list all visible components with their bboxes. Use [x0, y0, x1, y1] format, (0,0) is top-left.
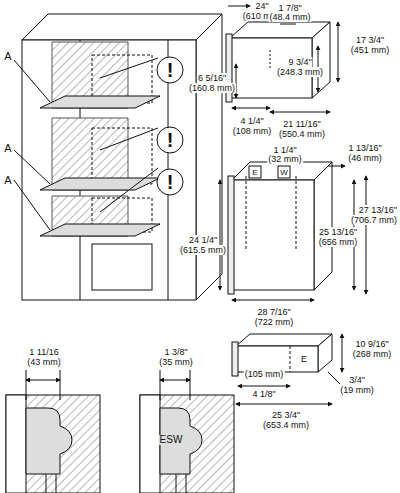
dimension-label: (43 mm) [26, 357, 62, 367]
dimension-label: (268 mm) [352, 349, 393, 359]
dimension-label: (451 mm) [350, 45, 391, 55]
dimension-label: (550.4 mm) [278, 129, 326, 139]
dimension-label: 1 13/16" [347, 143, 382, 153]
warning-circle: ! [157, 169, 184, 196]
dimension-label: (32 mm) [267, 154, 303, 164]
dimension-label: (46 mm) [347, 153, 383, 163]
dimension-label: (19 mm) [339, 385, 375, 395]
dimension-label: (706.7 mm) [350, 215, 398, 225]
part-label: A [3, 175, 12, 185]
connection-mark: E [249, 166, 262, 179]
dimension-label: (653.4 mm) [262, 420, 310, 430]
dimension-label: (656 mm) [318, 237, 359, 247]
dimension-label: 10 9/16" [354, 339, 389, 349]
dimension-label: 24" [254, 1, 269, 11]
dimension-label: 1 11/16 [28, 347, 59, 357]
dimension-label: 27 13/16" [358, 205, 398, 215]
dimension-label: 6 5/16" [197, 73, 227, 83]
node-text: W [280, 168, 288, 177]
part-label: ESW [159, 435, 184, 445]
dimension-label: 28 7/16" [256, 307, 291, 317]
warning-circle: ! [157, 57, 184, 84]
dimension-label: 17 3/4" [355, 35, 385, 45]
dimension-label: (615.5 mm) [179, 245, 227, 255]
dimension-label: (105 mm) [244, 369, 285, 379]
node-text: ! [167, 171, 174, 194]
warning-circle: ! [157, 127, 184, 154]
node-text: ! [167, 59, 174, 82]
dimension-label: (722 mm) [254, 317, 295, 327]
part-label: E [300, 354, 308, 364]
dimension-label: 25 13/16" [318, 227, 358, 237]
dimension-label: 3/4" [348, 375, 366, 385]
dimension-label: 1 3/8" [163, 347, 188, 357]
dimension-label: 21 11/16" [282, 119, 322, 129]
dimension-label: 9 3/4" [287, 57, 312, 67]
dimension-label: 25 3/4" [271, 410, 301, 420]
dimension-label: 4 1/8" [251, 389, 276, 399]
dimension-label: (108 mm) [232, 126, 273, 136]
dimension-label: (35 mm) [158, 357, 194, 367]
dimension-label: (248.3 mm) [276, 67, 324, 77]
part-label: A [3, 143, 12, 153]
dimension-label: 4 1/4" [239, 116, 264, 126]
dimension-label: 24 1/4" [188, 235, 218, 245]
dimension-label: (48.4 mm) [268, 12, 311, 22]
part-label: A [3, 51, 12, 61]
dimension-label: (160.8 mm) [188, 83, 236, 93]
node-text: ! [167, 129, 174, 152]
node-text: E [252, 168, 257, 177]
connection-mark: W [278, 166, 291, 179]
